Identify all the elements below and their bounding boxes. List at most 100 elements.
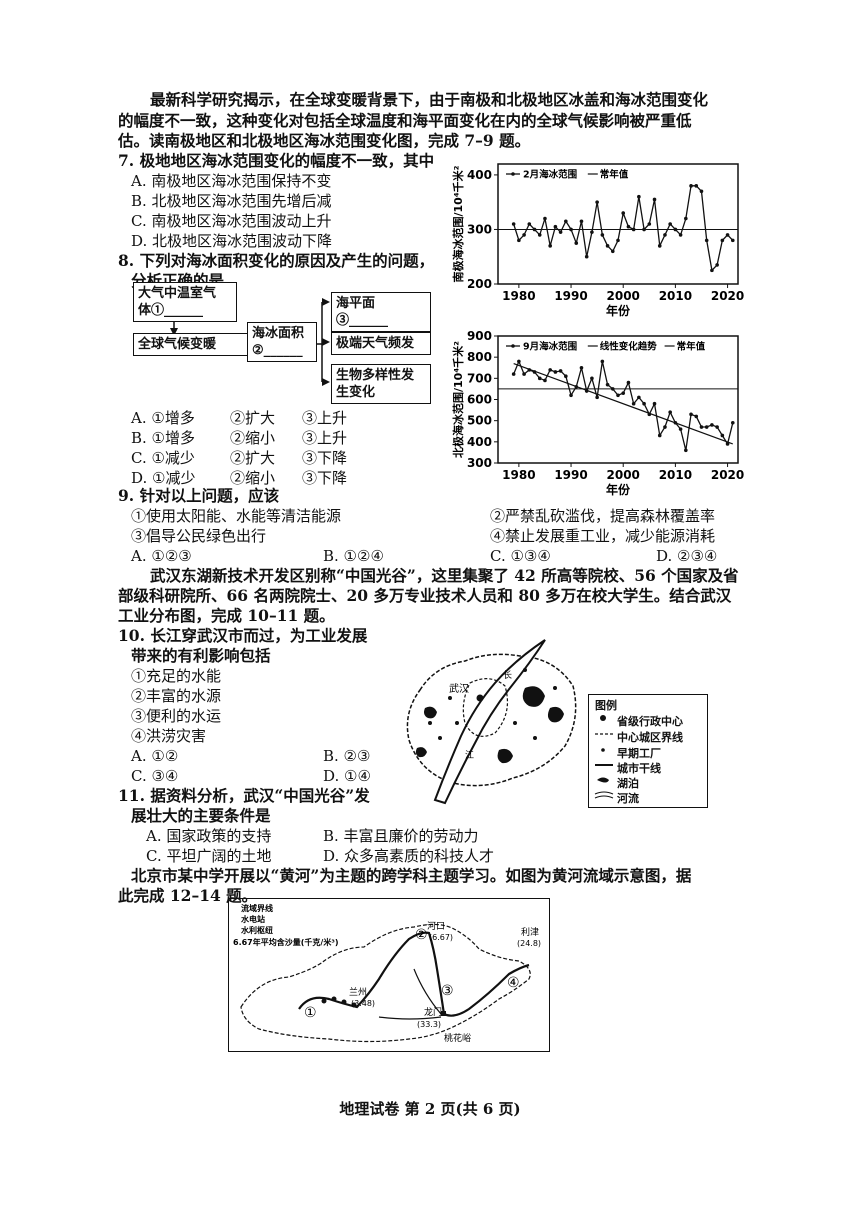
q8-stem-line1: 8. 下列对海冰面积变化的原因及产生的问题， [118,251,435,270]
data-point [725,442,730,446]
data-point [689,412,693,417]
q8-option-b-2: ②缩小 [230,429,276,447]
central-district-boundary [462,678,508,737]
lake-symbol [597,777,609,783]
y-tick-label: 200 [467,277,492,291]
intro3-line2: 此完成 12–14 题。 [118,886,258,905]
data-point [574,241,579,245]
q7-option-c: C. 南极地区海冰范围波动上升 [131,212,332,230]
q10-item-4: ④洪涝灾害 [131,727,207,745]
yr-legend-sediment: 6.67年平均含沙量(千克/米³) [233,937,338,947]
data-point [579,365,584,370]
q9-item-2: ②严禁乱砍滥伐，提高森林覆盖率 [490,507,716,525]
x-tick-label: 2010 [659,289,692,303]
legend-entry: 线性变化趋势 [587,341,657,353]
data-point [532,370,537,374]
box-biodiversity-line1: 生物多样性发 [336,368,415,383]
legend-swatch-point [511,344,515,348]
data-point [704,425,709,429]
y-tick-label: 300 [467,456,492,470]
region-mark-2: ② [415,927,428,943]
legend-symbols [594,715,614,799]
q9-option-a: A. ①②③ [131,547,192,565]
place-lanzhou-value: (3.48) [351,999,375,1008]
water-conservancy-hub [441,1011,446,1016]
box-biodiversity-line2: 生变化 [336,385,376,400]
intro2-line3: 工业分布图，完成 10–11 题。 [118,606,335,625]
q10-item-2: ②丰富的水源 [131,687,222,705]
data-point [663,233,667,237]
q11-stem-line1: 11. 据资料分析，武汉“中国光谷”发 [118,786,370,805]
data-point [579,219,584,224]
yr-legend-hub: 水利枢纽 [240,925,273,935]
data-point [574,385,579,389]
q7-option-d: D. 北极地区海冰范围波动下降 [131,232,333,250]
legend-provincial-capital: 省级行政中心 [617,715,683,728]
y-tick-label: 500 [467,414,492,428]
data-point [684,448,688,453]
data-point [527,368,532,372]
data-point [522,372,526,376]
data-point [558,369,563,373]
box-sea-ice-area: 海冰面积 ②______ [247,322,317,362]
legend-early-factory: 早期工厂 [617,747,661,760]
y-axis-label: 北极海冰范围/10⁴千米² [451,341,465,458]
intro2-line1: 武汉东湖新技术开发区别称“中国光谷”，这里集聚了 42 所高等院校、56 个国家… [150,566,739,585]
plot-frame [497,335,739,464]
q8-option-b-1: B. ①增多 [131,429,196,447]
data-point [584,389,589,393]
q8-option-a-2: ②扩大 [230,409,276,427]
data-point [668,410,672,414]
q9-item-4: ④禁止发展重工业，减少能源消耗 [490,527,716,545]
box-global-warming: 全球气候变暖 [133,333,249,356]
data-point [543,378,547,383]
place-lijin-value: (24.8) [517,939,541,948]
plot-frame [497,163,739,285]
data-point [673,227,678,232]
q11-stem-line2: 展壮大的主要条件是 [131,806,271,825]
data-point [637,395,641,400]
data-point [553,370,558,374]
trend-line [513,362,733,445]
data-point [704,238,709,243]
q9-option-b: B. ①②④ [323,547,384,565]
region-mark-4: ④ [507,975,520,991]
q11-option-c: C. 平坦广阔的土地 [146,847,272,865]
data-point [600,359,605,364]
data-point [657,244,662,248]
data-point [590,230,594,234]
data-point [647,222,652,226]
map-label-chang: 长 [503,669,512,681]
q11-option-a: A. 国家政策的支持 [146,827,272,845]
data-point [548,244,552,248]
data-point [715,263,719,267]
wuhan-map-legend: 图例 省级行政中心 中心城区界线 早期工厂 城市干线 湖泊 河流 [588,694,708,808]
y-tick-label: 800 [467,350,492,364]
data-point [673,420,678,425]
data-point [605,244,610,248]
data-point [678,427,683,431]
box-greenhouse-gas: 大气中温室气 体①______ [133,282,237,322]
y-tick-label: 700 [467,371,492,385]
data-point [631,227,636,232]
data-point [637,194,641,199]
legend-entry: 常年值 [664,341,706,353]
data-point [517,359,521,364]
x-tick-label: 2000 [607,289,640,303]
legend-river: 河流 [617,792,639,805]
yr-legend-hydropower: 水电站 [240,914,265,924]
x-tick-label: 2020 [711,468,744,482]
legend-label: 9月海冰范围 [523,341,577,353]
q8-option-d-2: ②缩小 [230,469,276,487]
q8-option-a-1: A. ①增多 [131,409,195,427]
place-lanzhou: 兰州 [349,986,367,998]
q11-option-d: D. 众多高素质的科技人才 [323,847,495,865]
q8-option-b-3: ③上升 [302,429,348,447]
place-taohuayu: 桃花峪 [444,1032,471,1044]
data-point [631,401,636,406]
y-tick-label: 400 [467,435,492,449]
data-point [725,233,730,237]
region-mark-3: ③ [441,983,454,999]
